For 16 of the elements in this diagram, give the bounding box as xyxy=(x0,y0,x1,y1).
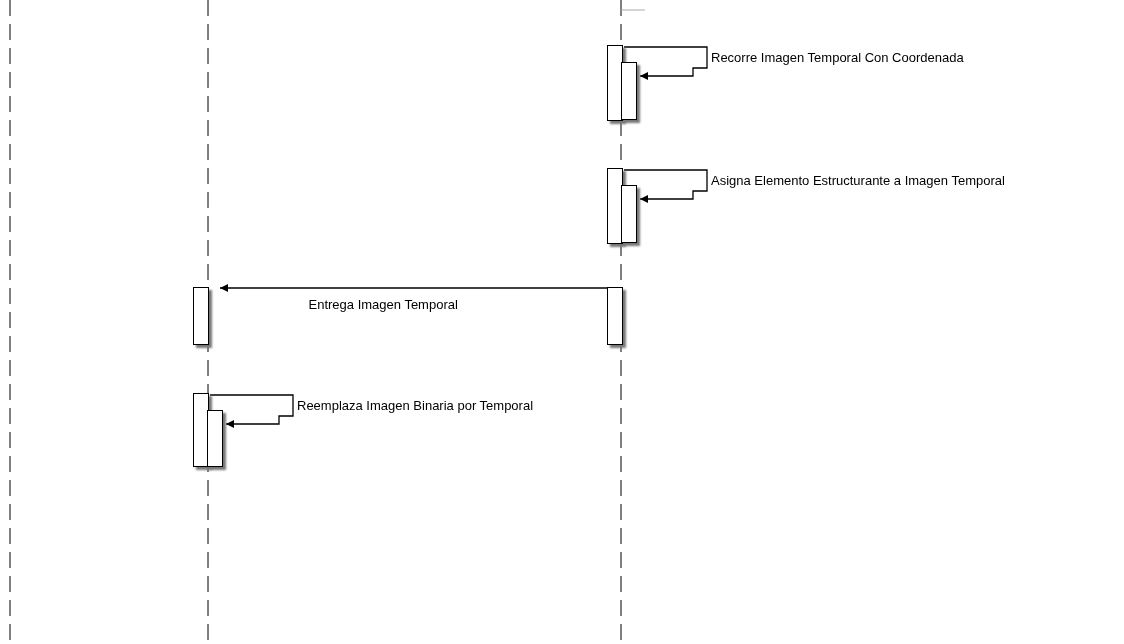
activation-bar xyxy=(607,168,623,244)
activation-bar xyxy=(193,287,209,345)
self-message-arrow xyxy=(623,46,708,80)
activation-bar xyxy=(621,185,637,243)
activation-bar xyxy=(621,62,637,120)
message-label: Reemplaza Imagen Binaria por Temporal xyxy=(297,398,534,413)
activation-bar xyxy=(607,45,623,121)
message-label: Asigna Elemento Estructurante a Imagen Temporal xyxy=(711,173,1005,188)
activation-bar xyxy=(193,393,209,467)
message-label: Entrega Imagen Temporal xyxy=(308,297,458,312)
activation-bar xyxy=(607,287,623,345)
message-label: Recorre Imagen Temporal Con Coordenada xyxy=(711,50,964,65)
message-arrow xyxy=(219,284,608,292)
self-message-arrow xyxy=(209,394,294,428)
self-message-arrow xyxy=(623,169,708,203)
activation-bar xyxy=(207,410,223,467)
